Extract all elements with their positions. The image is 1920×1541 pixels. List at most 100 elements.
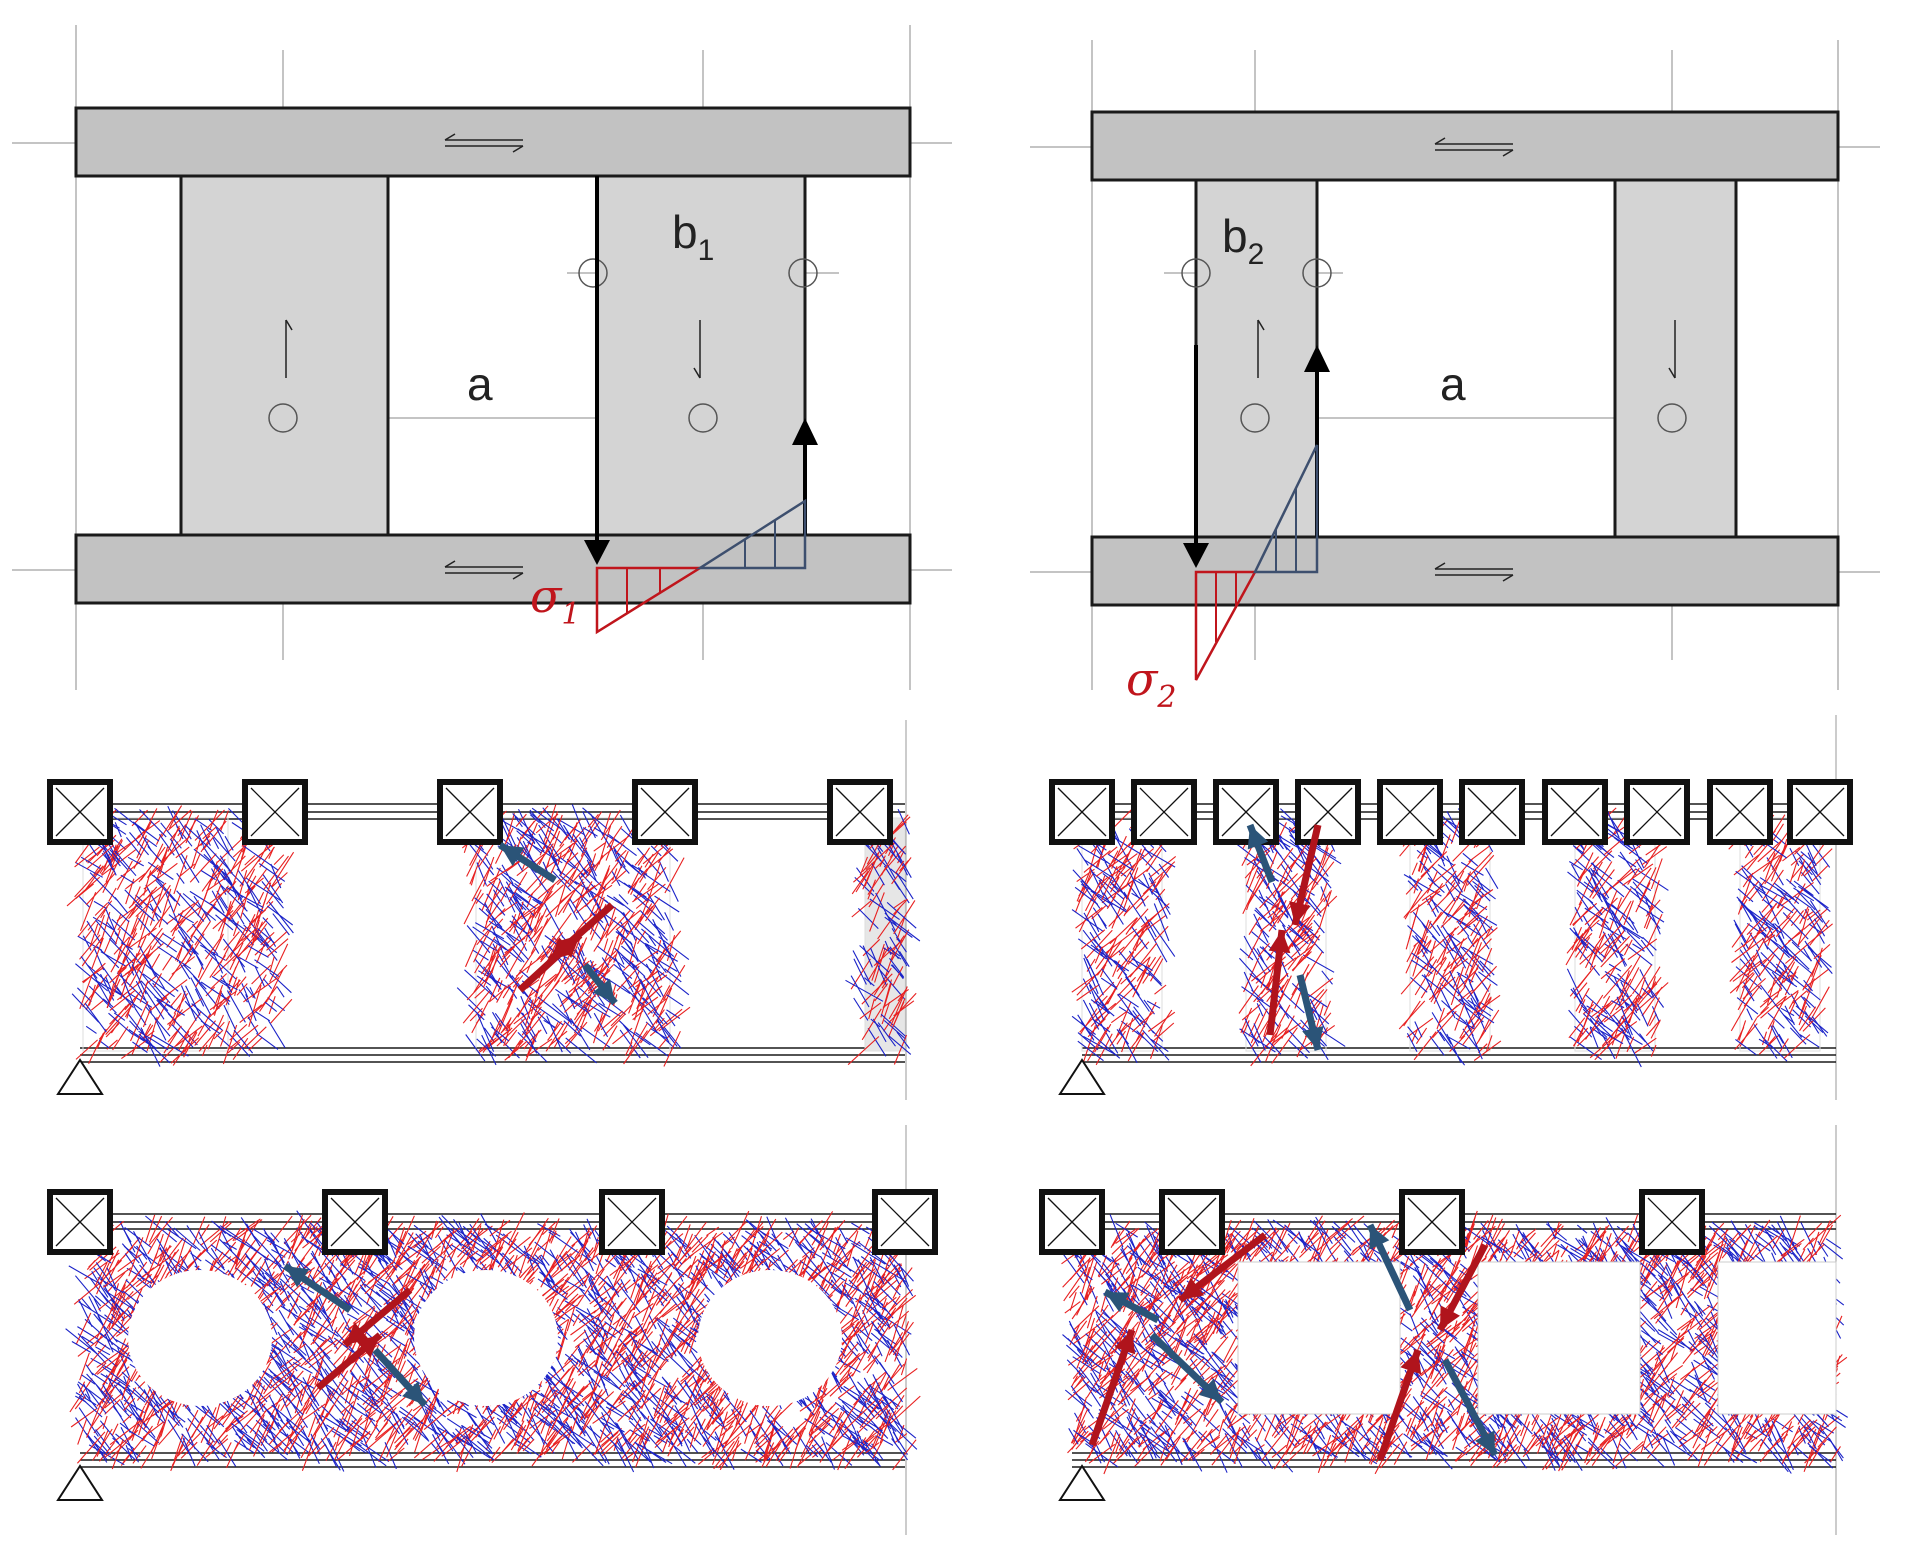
compression-stroke (308, 1427, 335, 1457)
tension-stroke (402, 1254, 416, 1265)
compression-stroke (1575, 987, 1590, 1012)
tension-stroke (162, 932, 193, 953)
tension-stroke (1146, 1000, 1161, 1009)
tension-stroke (1603, 942, 1624, 957)
compression-stroke (88, 984, 96, 1006)
compression-stroke (713, 1403, 744, 1431)
compression-stroke (397, 1338, 410, 1365)
compression-stroke (491, 1019, 501, 1039)
compression-stroke (1283, 859, 1296, 885)
tension-stroke (206, 828, 236, 862)
tension-stroke (1108, 853, 1134, 871)
compression-stroke (1450, 966, 1465, 1006)
compression-stroke (888, 1310, 910, 1330)
compression-stroke (104, 1259, 120, 1288)
compression-stroke (443, 1246, 472, 1281)
compression-stroke (756, 1425, 784, 1452)
compression-stroke (1463, 955, 1481, 987)
tension-stroke (226, 990, 246, 1023)
compression-stroke (101, 1366, 130, 1395)
tension-stroke (1632, 943, 1645, 952)
compression-stroke (1471, 938, 1492, 960)
compression-stroke (1767, 932, 1773, 946)
tension-stroke (1148, 972, 1162, 987)
compression-stroke (1316, 895, 1338, 916)
tension-stroke (809, 1234, 842, 1259)
compression-stroke (1155, 888, 1166, 901)
compression-stroke (137, 945, 152, 984)
compression-stroke (1775, 909, 1799, 937)
tension-stroke (1118, 950, 1128, 962)
compression-stroke (364, 1424, 378, 1445)
tension-stroke (552, 870, 572, 892)
compression-stroke (1600, 890, 1618, 928)
compression-stroke (374, 1377, 391, 1392)
compression-stroke (146, 1016, 158, 1052)
compression-stroke (1758, 954, 1775, 978)
compression-stroke (243, 976, 279, 1003)
compression-stroke (257, 882, 272, 922)
compression-stroke (1779, 838, 1788, 862)
compression-stroke (1127, 1031, 1145, 1062)
tension-stroke (82, 935, 92, 951)
compression-stroke (864, 851, 880, 887)
compression-stroke (223, 905, 234, 923)
compression-stroke (623, 1030, 648, 1065)
tension-stroke (632, 1382, 654, 1420)
tension-stroke (384, 1441, 397, 1470)
compression-stroke (127, 932, 138, 947)
tension-stroke (1619, 851, 1637, 876)
compression-stroke (119, 1314, 126, 1331)
tension-stroke (132, 821, 160, 842)
tension-stroke (558, 957, 585, 981)
compression-stroke (833, 1224, 863, 1257)
compression-stroke (506, 1392, 538, 1423)
tension-stroke (212, 951, 224, 974)
compression-stroke (1605, 965, 1617, 984)
compression-stroke (608, 1380, 636, 1411)
compression-stroke (223, 931, 240, 951)
tension-stroke (211, 868, 227, 895)
compression-stroke (499, 954, 511, 968)
compression-stroke (890, 929, 910, 962)
tension-stroke (1452, 875, 1463, 893)
tension-stroke (643, 976, 662, 998)
tension-stroke (1439, 987, 1456, 1019)
compression-stroke (117, 1246, 134, 1264)
compression-stroke (656, 940, 662, 954)
compression-stroke (1634, 1037, 1657, 1054)
tension-stroke (129, 832, 150, 856)
tension-stroke (135, 1008, 147, 1026)
compression-stroke (1271, 1027, 1298, 1064)
tension-stroke (848, 1374, 867, 1406)
tension-stroke (108, 938, 134, 964)
compression-stroke (1648, 880, 1660, 913)
compression-stroke (889, 1288, 913, 1312)
tension-stroke (428, 1411, 459, 1443)
tension-stroke (68, 1265, 101, 1285)
tension-stroke (578, 875, 591, 898)
tension-stroke (1303, 896, 1322, 917)
tension-stroke (561, 951, 576, 984)
tension-stroke (652, 919, 672, 958)
tension-stroke (1478, 971, 1498, 986)
compression-stroke (1412, 956, 1420, 977)
compression-stroke (1594, 1029, 1626, 1061)
compression-stroke (1107, 846, 1118, 856)
tension-stroke (137, 917, 162, 946)
compression-stroke (1446, 882, 1456, 897)
compression-stroke (1074, 872, 1092, 913)
support-triangle-icon (56, 1058, 104, 1095)
tension-stroke (513, 1442, 532, 1455)
tension-stroke (1574, 931, 1603, 963)
tension-stroke (184, 1000, 211, 1032)
compression-stroke (74, 846, 100, 868)
tension-stroke (104, 1314, 130, 1337)
tension-stroke (1746, 907, 1782, 934)
tension-stroke (587, 1326, 605, 1354)
tension-stroke (1090, 890, 1113, 906)
tension-stroke (1775, 963, 1787, 974)
tension-stroke (1131, 926, 1148, 950)
compression-stroke (711, 1428, 728, 1465)
tension-stroke (501, 864, 514, 885)
